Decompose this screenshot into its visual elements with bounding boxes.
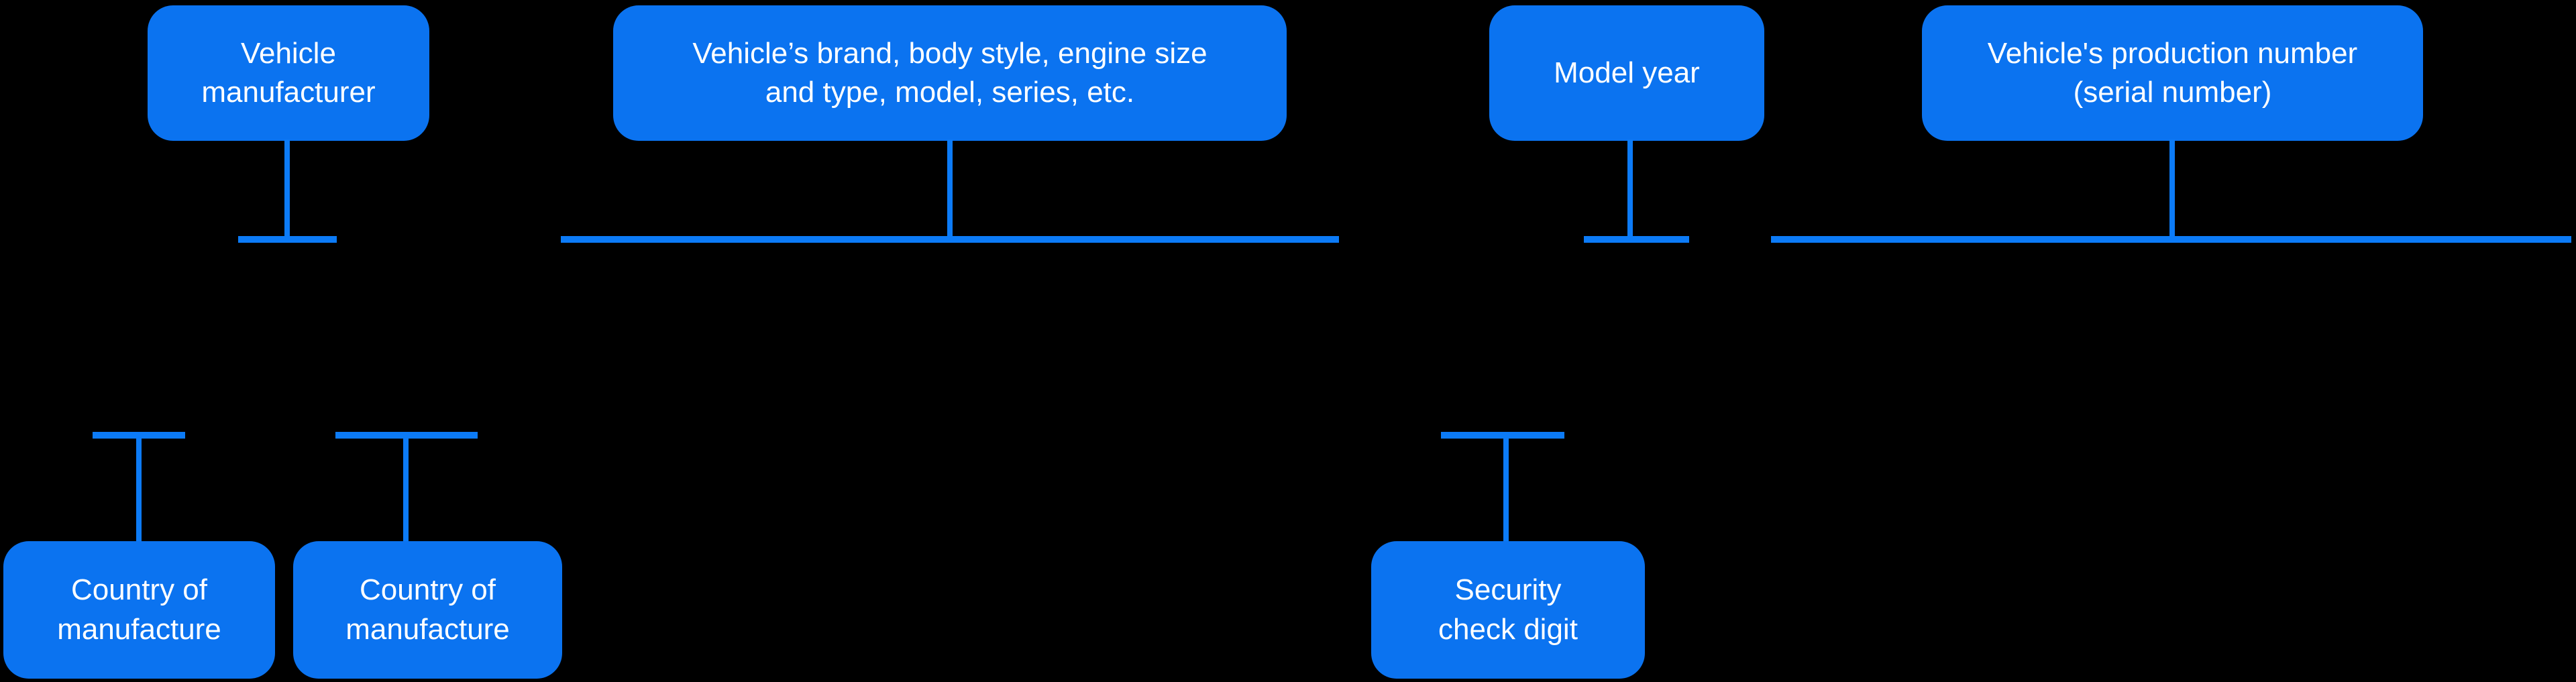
connector-model-year-tick [1584, 236, 1689, 243]
connector-model-year-stem [1627, 139, 1633, 240]
node-model-year: Model year [1489, 5, 1764, 141]
node-production-number: Vehicle's production number (serial numb… [1922, 5, 2423, 141]
node-vehicle-manufacturer: Vehicle manufacturer [148, 5, 429, 141]
node-brand-body-style: Vehicle’s brand, body style, engine size… [613, 5, 1287, 141]
node-security-check-digit: Security check digit [1371, 541, 1645, 679]
connector-vehicle-manufacturer-tick [238, 236, 337, 243]
connector-country-1-stem [136, 436, 142, 541]
node-country-of-manufacture-1: Country of manufacture [3, 541, 275, 679]
node-country-of-manufacture-2: Country of manufacture [293, 541, 562, 679]
connector-brand-stem [947, 139, 953, 240]
connector-production-number-span [1771, 236, 2571, 243]
connector-country-2-tick [335, 432, 478, 439]
connector-country-2-stem [403, 436, 409, 541]
connector-security-check-digit-stem [1503, 436, 1509, 541]
connector-vehicle-manufacturer-stem [284, 139, 290, 240]
connector-production-number-stem [2169, 139, 2175, 240]
connector-security-check-digit-tick [1441, 432, 1564, 439]
connector-brand-span [561, 236, 1339, 243]
connector-country-1-tick [93, 432, 185, 439]
